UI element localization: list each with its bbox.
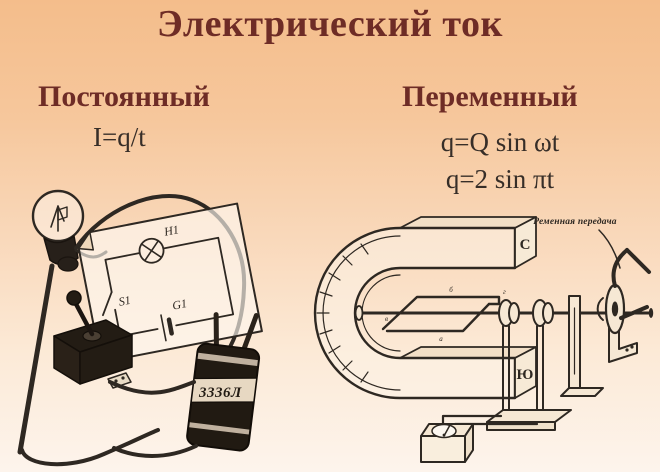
page-title: Электрический ток: [157, 3, 503, 45]
support-stand: [560, 295, 638, 397]
south-pole-label: Ю: [517, 367, 534, 383]
battery-label: G1: [171, 296, 188, 313]
armature-label-a: а: [439, 335, 443, 343]
battery-symbol: [160, 314, 167, 342]
battery-type-label: 3336Л: [198, 385, 242, 401]
belt-drive-label: Ременная передача: [533, 216, 616, 227]
slip-rings: [498, 299, 554, 327]
north-pole-label: С: [520, 237, 531, 253]
switch-label: S1: [117, 293, 131, 309]
ac-generator-figure: С Ю б г а в: [313, 216, 654, 463]
armature-label-b: б: [449, 286, 453, 294]
formula-direct-current: I=q/t: [93, 122, 146, 152]
lamp-label: Н1: [162, 222, 180, 239]
wire-loop-bottom: [20, 428, 160, 467]
wire-switch-battery: [108, 380, 196, 395]
heading-alternating-current: Переменный: [402, 80, 578, 113]
crank-pulley-drawing: [596, 248, 651, 335]
formula-ac-2: q=2 sin πt: [445, 164, 555, 194]
lamp-symbol: [138, 237, 165, 264]
light-bulb-drawing: [17, 189, 85, 455]
heading-direct-current: Постоянный: [38, 80, 210, 113]
wire-battery-bottom: [112, 444, 198, 458]
label-pointer-line: [598, 229, 621, 269]
formula-ac-1: q=Q sin ωt: [440, 127, 560, 157]
armature-label-g: г: [503, 288, 506, 296]
armature-label-v: в: [385, 315, 388, 323]
dc-circuit-figure: Н1 S1 G1: [17, 189, 263, 467]
galvanometer-drawing: [420, 423, 474, 463]
switch-symbol: [102, 291, 113, 317]
formulas-alternating-current: q=Q sin ωt q=2 sin πt: [395, 124, 605, 198]
armature-drawing: б г а в: [381, 286, 506, 343]
battery-drawing: 3336Л: [186, 312, 261, 452]
